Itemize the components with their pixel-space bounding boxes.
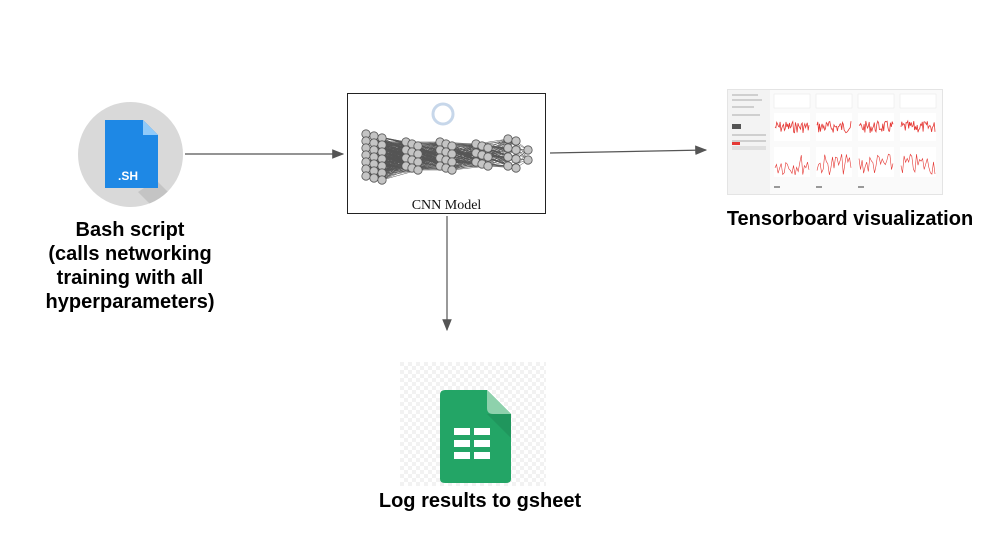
nn-neuron [483, 161, 493, 171]
nn-neuron [511, 163, 521, 173]
nn-connection [381, 141, 407, 167]
tensorboard-screenshot [727, 89, 943, 195]
sh-file-text: .SH [118, 169, 138, 183]
nn-neuron [511, 154, 521, 164]
tb-loss-curve [858, 153, 894, 174]
nn-connection [381, 141, 407, 160]
nn-neuron [361, 171, 371, 181]
nn-neuron [483, 152, 493, 162]
tb-loss-curve [900, 119, 936, 133]
nn-connection [481, 138, 509, 156]
neural-network-icon [361, 102, 533, 185]
nn-neuron [503, 161, 513, 171]
tb-footer-mark [858, 186, 864, 188]
nn-connection [451, 143, 477, 163]
tb-footer-mark [774, 186, 780, 188]
nn-neuron [503, 134, 513, 144]
nn-connection [451, 143, 477, 171]
tensorboard-thumbnail-icon [728, 90, 937, 194]
tb-header-panel [857, 93, 895, 109]
nn-neuron [413, 157, 423, 167]
tb-footer-mark [816, 186, 822, 188]
tb-loss-curve [858, 120, 894, 134]
sh-file-icon: .SH [105, 120, 183, 207]
tb-loss-curve [774, 120, 810, 134]
nn-neuron [483, 143, 493, 153]
bash-script-label: Bash script (calls networking training w… [20, 218, 240, 314]
nn-connection [417, 141, 441, 171]
bash-label-line-1: Bash script [75, 219, 185, 241]
gsheet-icon [400, 362, 546, 486]
nn-connection [487, 140, 517, 158]
nn-connection [451, 152, 477, 171]
nn-neuron [413, 141, 423, 151]
tensorboard-label: Tensorboard visualization [726, 208, 974, 230]
tb-loss-curve [774, 155, 810, 176]
bash-label-line-2: (calls networking [48, 243, 212, 265]
arrow-cnn-to-tensorboard [549, 145, 708, 156]
nn-connection [417, 141, 441, 163]
nn-neuron [503, 152, 513, 162]
bash-label-line-3: training with all [56, 267, 204, 289]
nn-neuron [377, 175, 387, 185]
nn-connection [451, 154, 483, 171]
nn-neuron [511, 145, 521, 155]
nn-connection [487, 149, 517, 167]
nn-neuron [413, 149, 423, 159]
nn-neuron [447, 149, 457, 159]
tb-loss-curve [900, 153, 936, 175]
nn-neuron [523, 145, 533, 155]
cnn-model-box [347, 93, 546, 214]
cnn-logo-icon [431, 102, 455, 126]
nn-connection [381, 165, 407, 181]
tb-loss-curve [816, 120, 852, 134]
nn-neuron [523, 155, 533, 165]
nn-neuron [413, 165, 423, 175]
cnn-model-caption: CNN Model [411, 198, 482, 213]
nn-neuron [447, 141, 457, 151]
nn-neuron [503, 143, 513, 153]
tb-loss-curve [816, 154, 852, 176]
tb-header-panel [815, 93, 853, 109]
nn-neuron [447, 157, 457, 167]
nn-connection [487, 138, 509, 167]
nn-neuron [511, 136, 521, 146]
gsheet-label: Log results to gsheet [378, 490, 582, 512]
tb-header-panel [773, 93, 811, 109]
bash-label-line-4: hyperparameters) [45, 291, 215, 313]
nn-neuron [447, 165, 457, 175]
bash-icon-circle: .SH [78, 102, 183, 207]
tb-header-panel [899, 93, 937, 109]
nn-neuron [369, 173, 379, 183]
